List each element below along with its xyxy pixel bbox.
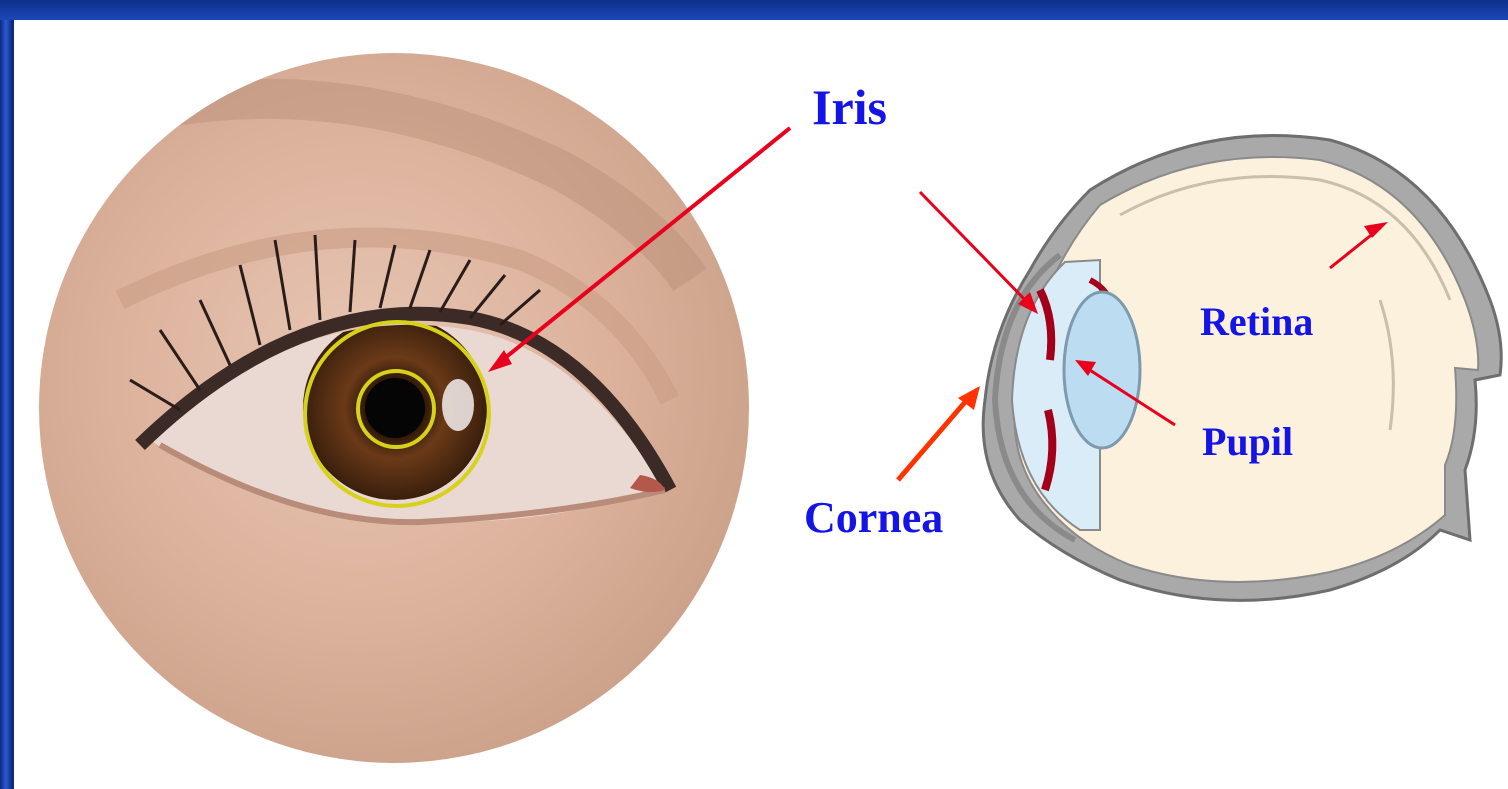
- pupil-photo: [365, 378, 425, 438]
- eye-photo: [39, 53, 749, 763]
- iris-label: Iris: [812, 78, 887, 136]
- lens: [1064, 292, 1140, 448]
- pupil-label: Pupil: [1202, 418, 1293, 465]
- cornea-label: Cornea: [804, 492, 943, 543]
- eyeball-cross-section: [983, 136, 1501, 601]
- cornea-pointer-arrow: [898, 386, 980, 480]
- iris-diagram-pointer-arrow: [920, 192, 1038, 314]
- eye-highlight: [442, 379, 474, 431]
- retina-label: Retina: [1200, 298, 1313, 345]
